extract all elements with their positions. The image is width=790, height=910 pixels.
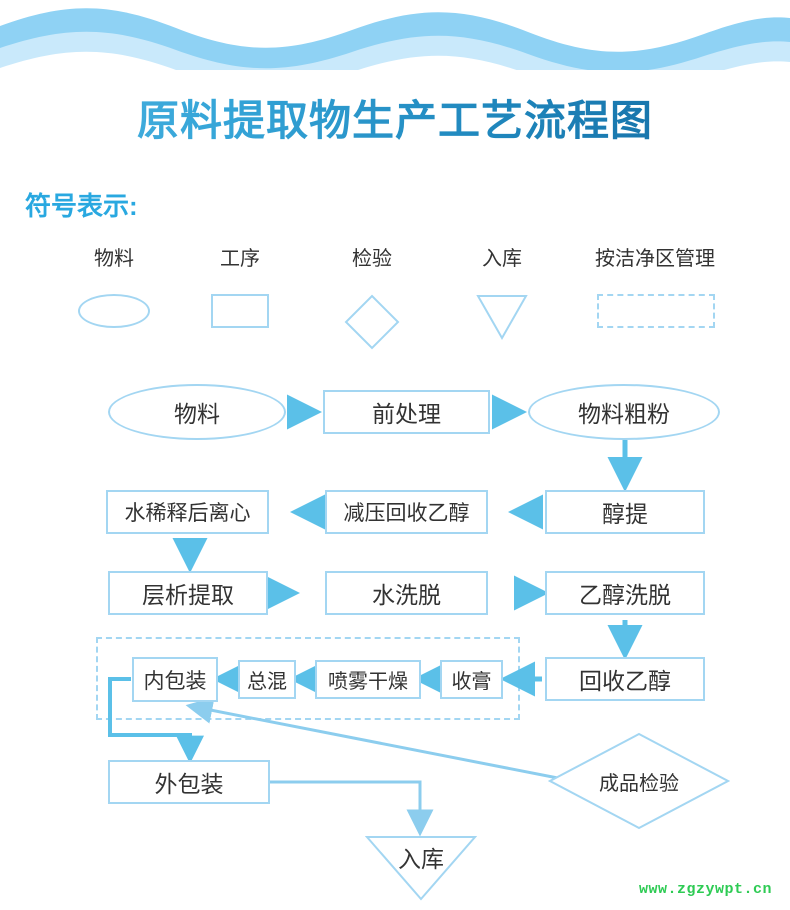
node-spray-drying[interactable]: 喷雾干燥 [315,660,421,699]
legend-shape-rectangle-icon [211,294,269,328]
final-inspection-diamond-shape [548,732,730,830]
node-label-water-dilution-centrifuge: 水稀释后离心 [124,502,251,525]
node-pretreatment[interactable]: 前处理 [323,390,490,434]
legend-item-warehouse: 入库 [442,246,562,272]
legend-item-process: 工序 [180,246,300,272]
node-coarse-powder[interactable]: 物料粗粉 [528,384,720,440]
node-label-pretreatment: 前处理 [372,401,441,427]
node-label-chromatography-extraction: 层析提取 [142,582,234,608]
legend-item-material: 物料 [54,246,174,272]
legend-item-inspection: 检验 [312,246,432,272]
node-material[interactable]: 物料 [108,384,286,440]
node-chromatography-extraction[interactable]: 层析提取 [108,571,268,615]
node-label-coarse-powder: 物料粗粉 [578,401,670,427]
node-label-water-elution: 水洗脱 [372,582,441,608]
header-wave-decoration [0,8,790,70]
node-warehouse-entry[interactable] [365,835,477,901]
node-label-vacuum-ethanol-recovery: 减压回收乙醇 [343,502,470,525]
node-final-inspection-label-wrap: 成品检验 [548,732,730,830]
legend-shape-ellipse-icon [78,294,150,328]
site-watermark: www.zgzywpt.cn [638,881,772,898]
legend-label-cleanroom: 按洁净区管理 [595,248,715,270]
node-ethanol-recycling[interactable]: 回收乙醇 [545,657,705,701]
wave-band-light [0,20,790,70]
node-label-ethanol-recycling: 回收乙醇 [579,668,671,694]
node-alcohol-extraction[interactable]: 醇提 [545,490,705,534]
legend-label-inspection: 检验 [352,248,392,270]
legend-shape-triangle-icon [476,295,528,340]
node-warehouse-entry-label-wrap: 入库 [365,835,477,879]
node-water-elution[interactable]: 水洗脱 [325,571,488,615]
node-total-blending[interactable]: 总混 [238,660,296,699]
legend-label-process: 工序 [220,248,260,270]
node-final-inspection[interactable] [548,732,730,830]
node-extract-collection[interactable]: 收膏 [440,660,503,699]
node-label-final-inspection: 成品检验 [599,772,679,795]
node-label-spray-drying: 喷雾干燥 [328,671,408,693]
edge-outerpack-to-warehouse [270,780,434,837]
page-title: 原料提取物生产工艺流程图 [0,92,790,150]
warehouse-entry-triangle-shape [365,836,477,901]
node-water-dilution-centrifuge[interactable]: 水稀释后离心 [106,490,269,534]
node-label-extract-collection: 收膏 [451,671,492,693]
node-label-alcohol-extraction: 醇提 [602,501,648,527]
legend-heading: 符号表示: [25,191,138,221]
node-label-total-blending: 总混 [247,671,287,693]
node-vacuum-ethanol-recovery[interactable]: 减压回收乙醇 [325,490,488,534]
node-label-inner-packaging: 内包装 [143,669,207,693]
node-label-ethanol-elution: 乙醇洗脱 [579,582,671,608]
legend-label-material: 物料 [94,248,134,270]
node-label-warehouse-entry: 入库 [398,846,444,872]
node-label-outer-packaging: 外包装 [154,771,224,797]
node-ethanol-elution[interactable]: 乙醇洗脱 [545,571,705,615]
edge-innerpack-to-outerpack [108,677,204,764]
legend-shape-diamond-icon [344,294,400,350]
node-label-material: 物料 [174,401,220,427]
legend-item-cleanroom: 按洁净区管理 [560,246,750,272]
node-outer-packaging[interactable]: 外包装 [108,760,270,804]
legend-label-warehouse: 入库 [482,248,522,270]
wave-band-dark [0,8,790,70]
node-inner-packaging[interactable]: 内包装 [132,657,218,702]
edge-inspection-to-innerpack [185,697,569,782]
legend-shape-dashed-rectangle-icon [597,294,715,328]
